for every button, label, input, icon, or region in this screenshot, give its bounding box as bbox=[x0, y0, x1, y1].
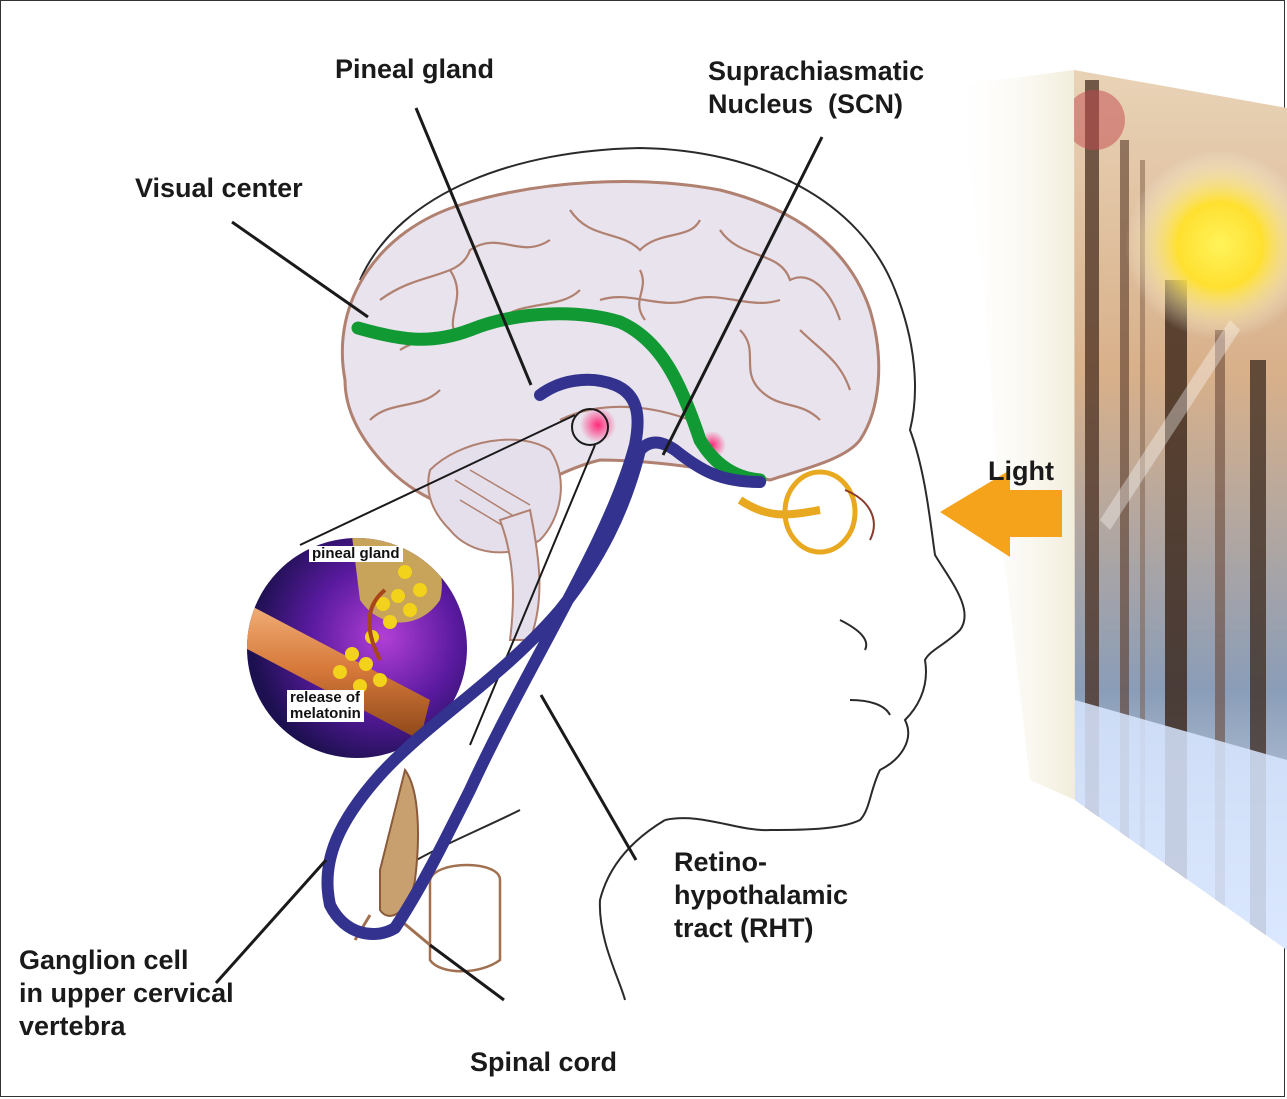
inset-release-line2: melatonin bbox=[290, 706, 361, 722]
inset-release-line1: release of bbox=[290, 690, 361, 706]
inset-label-pineal-gland: pineal gland bbox=[309, 546, 403, 562]
label-visual-center: Visual center bbox=[135, 172, 303, 205]
light-beam bbox=[960, 70, 1075, 800]
label-spinal-cord: Spinal cord bbox=[470, 1046, 617, 1079]
leader-visual-center bbox=[232, 222, 368, 317]
label-pineal-gland: Pineal gland bbox=[335, 53, 494, 86]
leader-spinal-cord bbox=[430, 945, 504, 1000]
leader-rht bbox=[541, 695, 636, 860]
label-scn: Suprachiasmatic Nucleus (SCN) bbox=[708, 55, 924, 121]
label-light: Light bbox=[988, 455, 1054, 488]
forest-photo bbox=[1065, 60, 1287, 960]
label-ganglion-cell: Ganglion cell in upper cervical vertebra bbox=[19, 944, 234, 1043]
label-rht: Retino- hypothalamic tract (RHT) bbox=[674, 846, 848, 945]
inset-label-release-melatonin: release of melatonin bbox=[287, 690, 364, 722]
